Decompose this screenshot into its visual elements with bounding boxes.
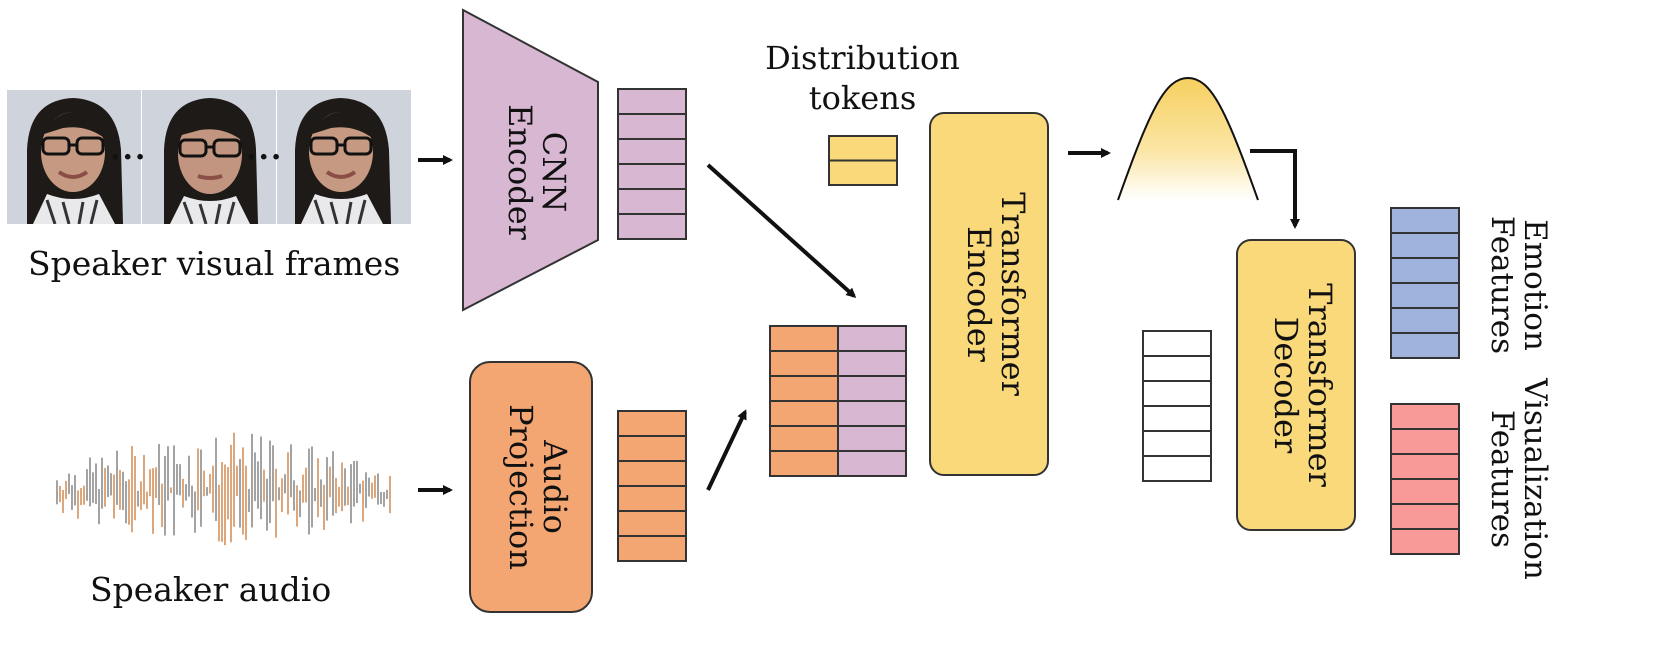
fused-visual-token-stack-cell: [837, 450, 907, 477]
cnn-encoder-label: CNN Encoder: [490, 97, 573, 247]
distribution-bell-outline: [1117, 76, 1259, 201]
distribution-tokens-label-line-2: tokens: [808, 79, 917, 117]
visualization-features-label-line-1: Visualization: [1517, 378, 1553, 580]
fused-visual-token-stack-cell: [837, 325, 907, 352]
distribution-token: [828, 135, 898, 186]
audio-token-stack: [617, 410, 687, 562]
visualization-feature-stack: [1390, 403, 1460, 555]
visualization-feature-stack-cell: [1390, 528, 1460, 555]
fused-audio-token-stack-cell: [769, 425, 839, 452]
decoder-query-token-stack-cell: [1142, 455, 1212, 482]
arrow-audio-tokens-to-fused: [706, 409, 747, 491]
decoder-query-token-stack: [1142, 330, 1212, 482]
cnn-encoder-shape: [462, 8, 599, 312]
visualization-feature-stack-cell: [1390, 453, 1460, 480]
transformer-decoder-shape: [1236, 239, 1356, 531]
emotion-feature-stack-cell: [1390, 307, 1460, 334]
cnn-token-stack-cell: [617, 88, 687, 115]
visualization-feature-stack-cell: [1390, 478, 1460, 505]
distribution-token-cell: [828, 159, 898, 186]
decoder-query-token-stack-cell: [1142, 330, 1212, 357]
fused-audio-token-stack-cell: [769, 375, 839, 402]
cnn-token-stack-cell: [617, 213, 687, 240]
fused-visual-token-stack-cell: [837, 350, 907, 377]
frame-ellipsis-1: ...: [110, 132, 148, 167]
visual-frames-caption: Speaker visual frames: [28, 244, 401, 283]
audio-projection-label-line-1: Audio: [536, 440, 574, 534]
fused-audio-token-stack-cell: [769, 400, 839, 427]
distribution-tokens-label: Distribution tokens: [755, 38, 970, 118]
arrow-cnn-tokens-to-fused: [706, 163, 857, 299]
emotion-features-label: Emotion Features: [1471, 200, 1553, 370]
cnn-token-stack-cell: [617, 163, 687, 190]
transformer-encoder-label: Transformer Encoder: [949, 174, 1032, 414]
emotion-feature-stack-cell: [1390, 257, 1460, 284]
audio-projection-label: Audio Projection: [491, 387, 574, 587]
decoder-query-token-stack-cell: [1142, 430, 1212, 457]
decoder-query-token-stack-cell: [1142, 355, 1212, 382]
visualization-feature-stack-cell: [1390, 428, 1460, 455]
transformer-decoder-label-line-2: Decoder: [1267, 316, 1306, 454]
transformer-encoder-label-line-2: Encoder: [960, 226, 999, 362]
audio-projection-shape: [469, 361, 593, 613]
audio-token-stack-cell: [617, 535, 687, 562]
cnn-token-stack-cell: [617, 188, 687, 215]
fused-visual-token-stack-cell: [837, 375, 907, 402]
cnn-encoder-label-line-2: Encoder: [501, 104, 540, 240]
transformer-encoder-label-line-1: Transformer: [994, 192, 1032, 396]
emotion-features-label-line-1: Emotion: [1517, 219, 1553, 351]
fused-audio-token-stack: [769, 325, 839, 477]
transformer-decoder-label: Transformer Decoder: [1256, 265, 1339, 505]
decoder-query-token-stack-cell: [1142, 380, 1212, 407]
audio-caption: Speaker audio: [90, 570, 332, 609]
emotion-features-label-line-2: Features: [1484, 215, 1521, 355]
speaker-frame-1: [7, 90, 141, 224]
emotion-feature-stack-cell: [1390, 232, 1460, 259]
fused-audio-token-stack-cell: [769, 325, 839, 352]
speaker-frame-3: [277, 90, 411, 224]
speaker-frame-2: [142, 90, 276, 224]
fused-audio-token-stack-cell: [769, 450, 839, 477]
audio-token-stack-cell: [617, 435, 687, 462]
audio-token-stack-cell: [617, 485, 687, 512]
cnn-token-stack-cell: [617, 138, 687, 165]
audio-projection-label-line-2: Projection: [502, 404, 541, 570]
cnn-token-stack-cell: [617, 113, 687, 140]
transformer-decoder-label-line-1: Transformer: [1301, 283, 1339, 487]
emotion-feature-stack-cell: [1390, 282, 1460, 309]
visualization-feature-stack-cell: [1390, 503, 1460, 530]
fused-visual-token-stack-cell: [837, 425, 907, 452]
frame-ellipsis-2: ...: [246, 132, 284, 167]
arrow-distribution-to-decoder: [1250, 149, 1300, 229]
fused-audio-token-stack-cell: [769, 350, 839, 377]
audio-token-stack-cell: [617, 460, 687, 487]
visualization-features-label: Visualization Features: [1471, 359, 1553, 599]
decoder-query-token-stack-cell: [1142, 405, 1212, 432]
visualization-features-label-line-2: Features: [1484, 409, 1521, 549]
emotion-feature-stack-cell: [1390, 207, 1460, 234]
emotion-feature-stack: [1390, 207, 1460, 359]
distribution-bell-curve: [1118, 78, 1258, 200]
cnn-encoder-label-line-1: CNN: [535, 131, 573, 213]
fused-visual-token-stack-cell: [837, 400, 907, 427]
distribution-tokens-label-line-1: Distribution: [765, 39, 960, 77]
emotion-feature-stack-cell: [1390, 332, 1460, 359]
fused-visual-token-stack: [837, 325, 907, 477]
transformer-encoder-shape: [929, 112, 1049, 476]
audio-token-stack-cell: [617, 410, 687, 437]
audio-waveform: [56, 432, 391, 546]
audio-token-stack-cell: [617, 510, 687, 537]
visualization-feature-stack-cell: [1390, 403, 1460, 430]
cnn-token-stack: [617, 88, 687, 240]
distribution-token-cell: [828, 135, 898, 162]
